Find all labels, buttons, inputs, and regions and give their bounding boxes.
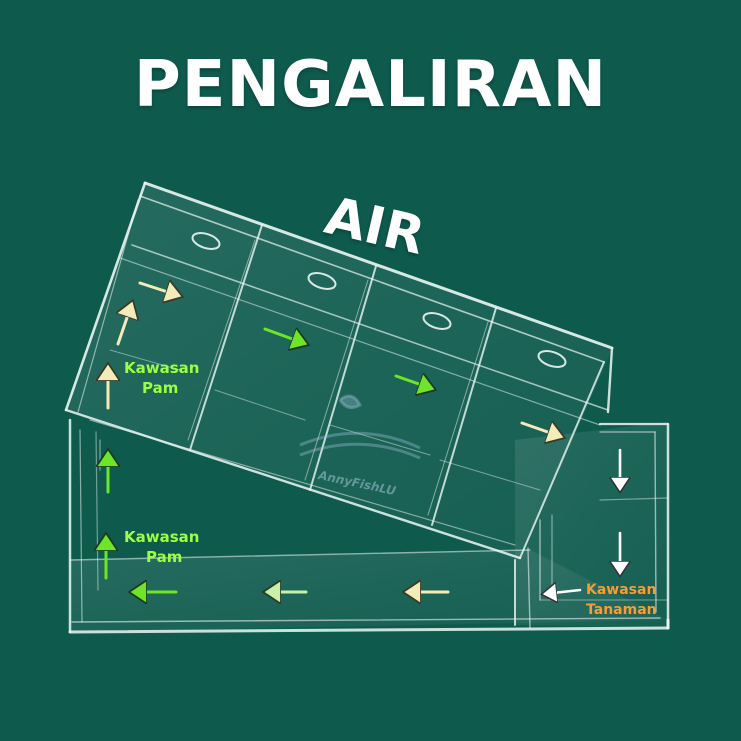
flow-arrow-left-up-4 [118, 303, 132, 346]
lid-hole-1 [191, 232, 221, 250]
top-tank [64, 181, 614, 560]
plant-area-label-line2: Tanaman [586, 602, 657, 618]
flow-arrow-plant-left [544, 590, 582, 594]
pump-area-label-top: Kawasan Pam [124, 358, 199, 398]
divider-2 [309, 265, 377, 491]
page-title: PENGALIRAN [133, 48, 608, 122]
pump-area-label-bottom: Kawasan Pam [124, 527, 199, 567]
pump-area-label-top-line1: Kawasan [124, 359, 200, 377]
flow-arrow-top-1 [138, 283, 180, 296]
divider-1 [189, 224, 263, 451]
flow-arrow-top-3 [394, 376, 433, 389]
pump-area-label-bottom-line1: Kawasan [124, 528, 200, 546]
watermark-logo [299, 394, 421, 460]
lid-hole-2 [307, 272, 337, 290]
flow-arrow-top-4 [520, 423, 562, 437]
flow-arrow-top-2 [263, 327, 306, 344]
pump-area-label-bottom-line2: Pam [146, 548, 183, 566]
lid-hole-3 [422, 312, 452, 330]
bottom-tank-front-edge [68, 626, 670, 634]
divider-3 [431, 307, 497, 526]
flow-arrows [106, 283, 620, 594]
plant-area-label-line1: Kawasan [586, 582, 657, 598]
lid-hole-4 [537, 350, 567, 368]
plant-area-label: Kawasan Tanaman [586, 580, 657, 620]
pump-area-label-top-line2: Pam [142, 379, 179, 397]
